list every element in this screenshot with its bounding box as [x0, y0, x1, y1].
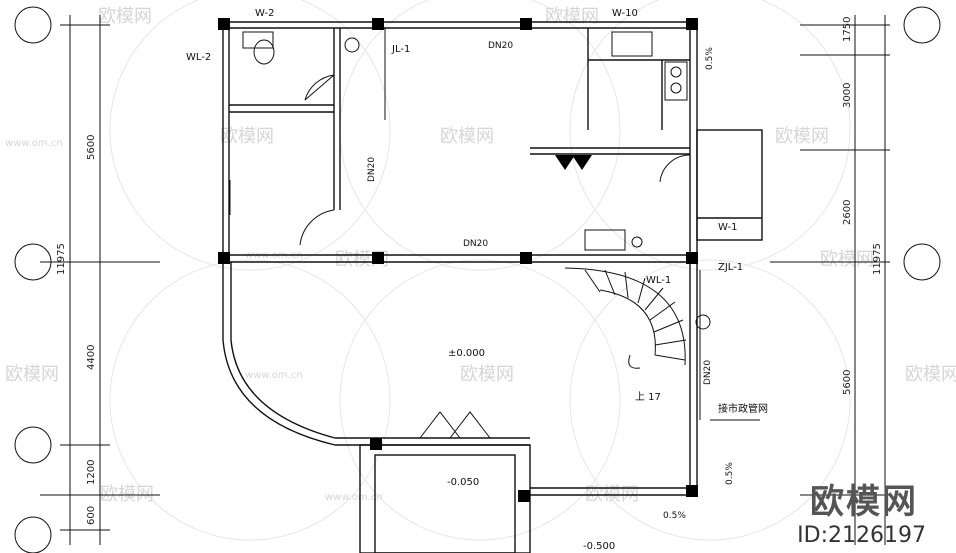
dim-right-1750: 1750 [842, 17, 853, 42]
dim-left-1200: 1200 [86, 460, 97, 485]
label-dn20-right: DN20 [703, 360, 713, 385]
fixtures [242, 31, 711, 330]
label-jl1: JL-1 [391, 44, 410, 55]
label-wl2: WL-2 [186, 52, 211, 63]
watermark-logo: 欧模网 [98, 6, 152, 27]
watermark-logo: 欧模网 [220, 126, 274, 147]
label-zjl1: ZJL-1 [718, 262, 743, 273]
pipes [384, 28, 760, 421]
plan-labels: W-2 WL-2 JL-1 DN20 W-10 0.5% DN20 DN20 W… [186, 8, 768, 552]
label-wl1: WL-1 [646, 275, 671, 286]
brand-watermark: 欧模网 [810, 482, 918, 522]
watermark-logo: 欧模网 [905, 364, 956, 385]
label-dn20-vert: DN20 [367, 157, 377, 182]
watermark-site: www.om.cn [325, 492, 383, 503]
label-slope-bottom: 0.5% [663, 511, 686, 521]
watermark-logo: 欧模网 [545, 6, 599, 27]
label-elevation-main: ±0.000 [448, 348, 485, 359]
label-w10: W-10 [612, 8, 638, 19]
label-slope-top: 0.5% [705, 47, 715, 70]
label-dn20-mid: DN20 [463, 239, 488, 249]
door-swings [229, 74, 691, 439]
axis-bubbles-right [903, 6, 941, 281]
watermark-logo: 欧模网 [820, 249, 874, 270]
watermark-site: www.om.cn [245, 370, 303, 381]
right-dimension-chain [770, 15, 890, 545]
spiral-stair [564, 267, 687, 369]
watermark-site: www.om.cn [5, 138, 63, 149]
label-dn20-top: DN20 [488, 41, 513, 51]
walls [222, 21, 763, 553]
label-w1: W-1 [718, 222, 737, 233]
dim-right-5600: 5600 [842, 370, 853, 395]
dim-right-3000: 3000 [842, 83, 853, 108]
columns [218, 18, 698, 502]
left-dimension-chain [40, 15, 160, 545]
label-w2-top: W-2 [255, 8, 274, 19]
axis-bubbles-left [14, 6, 52, 553]
dim-left-600: 600 [86, 506, 97, 525]
label-slope-right: 0.5% [725, 462, 735, 485]
dim-right-11975: 11975 [872, 243, 883, 275]
watermark-logo: 欧模网 [440, 126, 494, 147]
watermark-logo: 欧模网 [5, 364, 59, 385]
dim-left-4400: 4400 [86, 345, 97, 370]
label-drain: 接市政管网 [718, 402, 768, 415]
label-stair-up: 上 17 [635, 391, 661, 403]
brand-id-text: ID:2126197 [797, 523, 926, 548]
watermark-logo: 欧模网 [460, 364, 514, 385]
label-elevation-porch: -0.050 [447, 477, 479, 488]
label-elevation-ground: -0.500 [583, 541, 615, 552]
dim-left-11975: 11975 [56, 243, 67, 275]
dim-left-5600: 5600 [86, 135, 97, 160]
dim-right-2600: 2600 [842, 200, 853, 225]
watermark-logo: 欧模网 [775, 126, 829, 147]
